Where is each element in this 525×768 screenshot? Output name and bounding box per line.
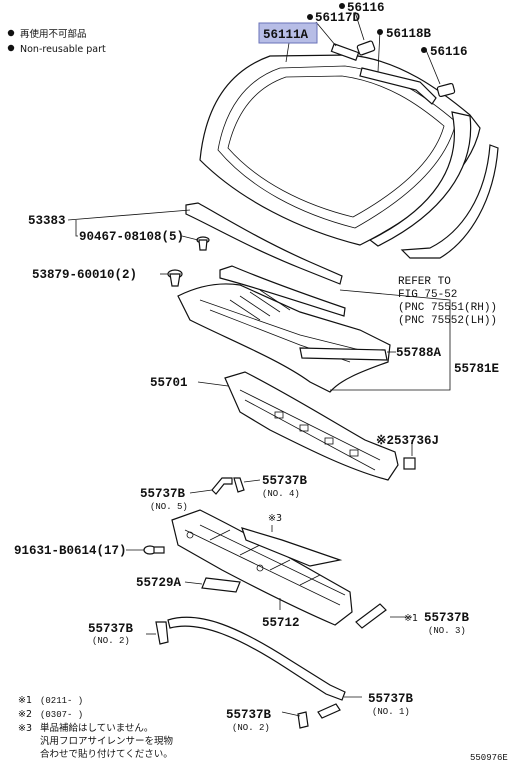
non-reusable-bullet-icon	[421, 47, 427, 53]
side-molding-strip	[368, 111, 472, 247]
label-56111a[interactable]: 56111A	[263, 28, 309, 42]
refer-line2[interactable]: FIG 75-52	[398, 289, 457, 301]
clamp-55737b-no2-bottom	[297, 711, 309, 729]
clamp-55737b-no2-left	[155, 621, 169, 645]
non-reusable-bullet-icon	[307, 14, 313, 20]
mark-x3: ※3	[268, 513, 282, 524]
pillar-garnish-strip	[400, 144, 499, 259]
non-reusable-bullet-icon	[339, 3, 345, 9]
label-55737b-no4[interactable]: 55737B	[262, 474, 308, 488]
refer-line3: (PNC 75551(RH))	[398, 302, 497, 314]
silencer-pad	[241, 527, 343, 567]
sub-no1: (NO. 1)	[372, 707, 410, 717]
piece-53736j	[403, 457, 416, 470]
refer-line4: (PNC 75552(LH))	[398, 315, 497, 327]
sub-no5: (NO. 5)	[150, 502, 188, 512]
label-53879[interactable]: 53879-60010(2)	[32, 268, 137, 282]
cowl-top-ventilator-louver	[177, 265, 391, 393]
clip-53879	[167, 269, 183, 287]
bolt-91631	[143, 545, 165, 555]
label-56117d[interactable]: 56117D	[315, 11, 361, 25]
silencer-55729a	[201, 577, 241, 593]
refer-line1: REFER TO	[398, 276, 451, 288]
label-53383[interactable]: 53383	[28, 214, 66, 228]
selected-part-highlight	[258, 22, 318, 44]
label-53736j[interactable]: 53736J	[394, 434, 439, 448]
label-55737b-no2-left[interactable]: 55737B	[88, 622, 134, 636]
legend-en: Non-reusable part	[20, 44, 106, 55]
leader-lines	[67, 11, 451, 717]
label-55737b-no3[interactable]: 55737B	[424, 611, 470, 625]
figure-id: 550976E	[470, 753, 508, 763]
stopper-56117d	[330, 43, 360, 61]
label-56116-top[interactable]: 56116	[347, 1, 385, 15]
note3-line2: 汎用フロアサイレンサーを現物	[40, 735, 174, 747]
windshield-glass	[199, 54, 481, 246]
clamp-55737b-no3	[355, 603, 387, 629]
cowl-panel-55701	[224, 371, 399, 481]
clamp-55737b-no5	[211, 477, 233, 495]
mark-x1: ※1	[404, 613, 418, 624]
note1-text: (0211- )	[40, 696, 83, 706]
non-reusable-bullet-icon	[7, 29, 15, 37]
clip-56116	[356, 40, 376, 56]
clip-90467	[196, 236, 210, 251]
label-55737b-no2-bottom[interactable]: 55737B	[226, 708, 272, 722]
clip-56116-right	[436, 82, 456, 98]
label-56116-right[interactable]: 56116	[430, 45, 468, 59]
note2-mark: ※2	[18, 709, 32, 720]
sub-no3: (NO. 3)	[428, 626, 466, 636]
non-reusable-bullet-icon	[7, 44, 15, 52]
legend-jp: 再使用不可部品	[20, 28, 87, 40]
label-56118b[interactable]: 56118B	[386, 27, 432, 41]
label-55701[interactable]: 55701	[150, 376, 188, 390]
clamp-55737b-no1	[317, 703, 341, 719]
clamp-55737b-no4	[233, 477, 245, 493]
label-55781e[interactable]: 55781E	[454, 362, 499, 376]
note3-line3: 合わせで貼り付けてください。	[40, 748, 173, 760]
note3-mark: ※3	[18, 723, 32, 734]
note2-text: (0307- )	[40, 710, 83, 720]
sub-no2-left: (NO. 2)	[92, 636, 130, 646]
non-reusable-bullet-icon	[377, 29, 383, 35]
mark-x2: ※2	[376, 433, 394, 448]
top-molding-56118b	[359, 67, 437, 105]
label-55712[interactable]: 55712	[262, 616, 300, 630]
label-91631[interactable]: 91631-B0614(17)	[14, 544, 127, 558]
drain-hose-no1	[167, 616, 346, 701]
label-55737b-no1[interactable]: 55737B	[368, 692, 414, 706]
dash-cross-member-55712	[171, 509, 353, 626]
label-55737b-no5[interactable]: 55737B	[140, 487, 186, 501]
label-55788a[interactable]: 55788A	[396, 346, 442, 360]
hood-seal-53383	[185, 202, 343, 285]
sub-no4: (NO. 4)	[262, 489, 300, 499]
label-55729a[interactable]: 55729A	[136, 576, 182, 590]
note1-mark: ※1	[18, 695, 32, 706]
note3-line1: 単品補給はしていません。	[40, 722, 153, 734]
label-90467[interactable]: 90467-08108(5)	[79, 230, 184, 244]
sub-no2-bottom: (NO. 2)	[232, 723, 270, 733]
